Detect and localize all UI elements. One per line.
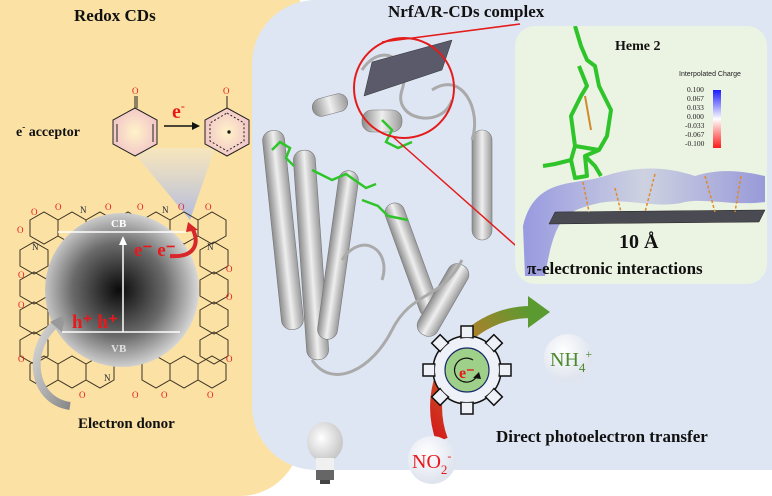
protein-loops bbox=[310, 53, 477, 376]
svg-text:O: O bbox=[17, 225, 24, 235]
svg-text:O: O bbox=[178, 202, 185, 212]
svg-text:O: O bbox=[132, 390, 139, 400]
electron-transfer-arrow bbox=[169, 227, 198, 259]
cb-label: CB bbox=[111, 218, 127, 230]
heme-2-title: Heme 2 bbox=[615, 39, 660, 54]
svg-text:-0.033: -0.033 bbox=[685, 121, 705, 130]
excitation-arrowhead bbox=[119, 236, 127, 245]
zoom-line-top bbox=[381, 23, 521, 43]
svg-text:O: O bbox=[18, 270, 25, 280]
gear-electron-label: e⁻ bbox=[459, 365, 475, 382]
legend-values: 0.100 0.067 0.033 0.000 -0.033 -0.067 -0… bbox=[685, 85, 705, 148]
svg-text:O: O bbox=[205, 202, 212, 212]
svg-text:-0.100: -0.100 bbox=[685, 139, 705, 148]
conversion-arrowhead bbox=[528, 296, 550, 328]
distance-label: 10 Å bbox=[619, 230, 659, 253]
electrons-label: e⁻ e⁻ bbox=[134, 240, 176, 261]
nrfa-complex-diagram: e⁻ NH4+ NO2- Direct photoelectron transf… bbox=[262, 23, 708, 484]
svg-text:-0.067: -0.067 bbox=[685, 130, 705, 139]
heme-groups bbox=[271, 119, 413, 222]
svg-text:0.033: 0.033 bbox=[687, 103, 704, 112]
svg-text:O: O bbox=[18, 300, 25, 310]
svg-text:N: N bbox=[162, 205, 169, 215]
zoom-circle bbox=[353, 37, 455, 139]
svg-text:O: O bbox=[79, 390, 86, 400]
electron-transfer-arrowhead bbox=[186, 222, 198, 232]
quinone-molecule bbox=[112, 96, 158, 157]
donor-arrow bbox=[32, 318, 71, 410]
nrfa-complex-title: NrfA/R-CDs complex bbox=[388, 2, 545, 21]
reaction-electron-label: e- bbox=[172, 99, 185, 123]
zoom-beam bbox=[130, 148, 215, 220]
process-label: Direct photoelectron transfer bbox=[496, 427, 708, 446]
acceptor-label: e- acceptor bbox=[16, 122, 80, 140]
svg-text:N: N bbox=[32, 242, 39, 252]
svg-text:N: N bbox=[104, 373, 111, 383]
gear-icon bbox=[422, 325, 512, 415]
svg-text:O: O bbox=[226, 292, 233, 302]
atom-o-label: O bbox=[223, 86, 230, 96]
zoom-line-bottom bbox=[391, 135, 533, 261]
carbon-dot-sheet bbox=[363, 39, 453, 97]
carbon-dot-sphere bbox=[45, 213, 199, 367]
charge-color-bar bbox=[713, 90, 721, 148]
vb-label: VB bbox=[111, 343, 127, 355]
svg-text:0.067: 0.067 bbox=[687, 94, 704, 103]
svg-text:O: O bbox=[31, 207, 38, 217]
no2-bubble bbox=[408, 436, 456, 484]
svg-text:O: O bbox=[105, 202, 112, 212]
nh4-bubble bbox=[544, 334, 592, 382]
lattice-nitrogens: N N N N N bbox=[32, 205, 214, 383]
pi-interaction-lines bbox=[582, 173, 742, 213]
cd-sheet-sideview bbox=[548, 209, 766, 225]
heme-2-structure bbox=[542, 26, 613, 180]
svg-text:O: O bbox=[226, 354, 233, 364]
svg-text:N: N bbox=[80, 205, 87, 215]
svg-text:0.000: 0.000 bbox=[687, 112, 704, 121]
heme-inset-panel bbox=[515, 26, 767, 284]
svg-text:N: N bbox=[207, 242, 214, 252]
interaction-label: π-electronic interactions bbox=[527, 259, 703, 278]
light-bulb-icon bbox=[307, 422, 343, 484]
svg-text:O: O bbox=[207, 390, 214, 400]
nh4-label: NH4+ bbox=[550, 347, 592, 375]
legend-title: Interpolated Charge bbox=[679, 71, 741, 78]
electron-donor-label: Electron donor bbox=[78, 416, 175, 432]
no2-label: NO2- bbox=[412, 449, 451, 477]
svg-text:0.100: 0.100 bbox=[687, 85, 704, 94]
svg-text:O: O bbox=[137, 202, 144, 212]
holes-label: h⁺ h⁺ bbox=[72, 312, 118, 333]
svg-text:O: O bbox=[161, 390, 168, 400]
svg-text:O: O bbox=[18, 354, 25, 364]
donor-arrowhead bbox=[50, 314, 66, 332]
semiquinone-radical bbox=[204, 96, 250, 157]
charge-surface bbox=[523, 168, 765, 276]
reaction-arrowhead bbox=[192, 122, 200, 130]
iron-bond bbox=[584, 95, 592, 131]
redox-cds-title: Redox CDs bbox=[74, 6, 156, 25]
protein-structure bbox=[262, 93, 493, 361]
atom-o-label: O bbox=[132, 86, 139, 96]
svg-text:O: O bbox=[55, 202, 62, 212]
heme-inset-diagram: Heme 2 Interpolated Charge 0.100 0.067 0… bbox=[523, 26, 766, 278]
svg-text:O: O bbox=[226, 264, 233, 274]
